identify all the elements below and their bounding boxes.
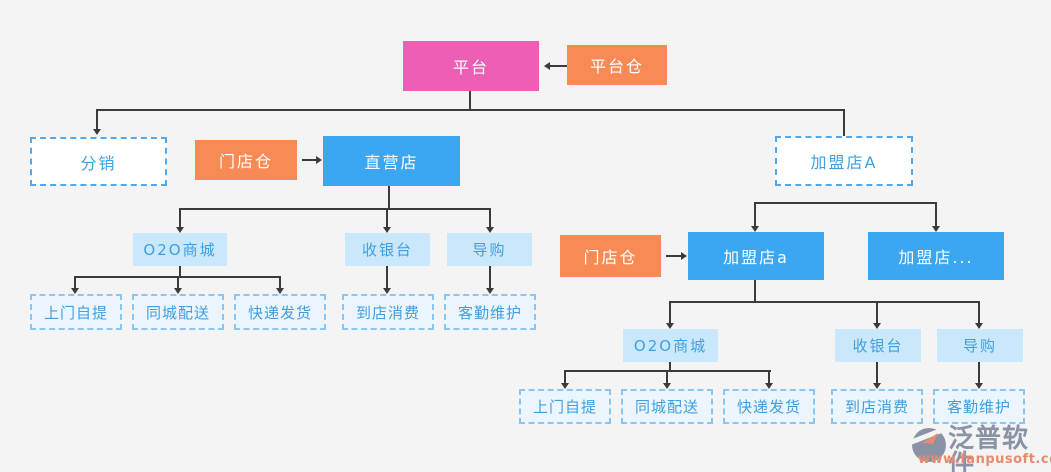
node-right-guide: 导购 xyxy=(937,329,1023,362)
node-franchise-store-a: 加盟店a xyxy=(688,232,824,280)
arrow-down-icon xyxy=(93,129,101,135)
connector-to-franchise-A xyxy=(843,109,845,136)
connector-to-right-pickup xyxy=(564,370,566,384)
arrow-down-icon xyxy=(383,288,391,294)
node-platform: 平台 xyxy=(403,41,539,91)
node-left-instore-consume: 到店消费 xyxy=(342,294,434,330)
arrow-down-icon xyxy=(873,323,881,329)
node-distribution: 分销 xyxy=(30,137,167,186)
connector-to-right-instore xyxy=(876,362,878,384)
arrow-down-icon xyxy=(561,383,569,389)
node-franchise-store-A: 加盟店A xyxy=(775,136,913,186)
connector-to-left-cashier xyxy=(386,208,388,228)
connector-to-right-o2o xyxy=(669,301,671,323)
arrow-down-icon xyxy=(486,227,494,233)
node-right-cashier: 收银台 xyxy=(835,329,921,362)
node-franchise-store-more: 加盟店... xyxy=(868,232,1004,280)
connector-to-left-care xyxy=(489,266,491,289)
connector-main-horizontal xyxy=(96,109,845,111)
arrow-down-icon xyxy=(751,226,759,232)
arrow-down-icon xyxy=(176,227,184,233)
node-right-city-delivery: 同城配送 xyxy=(621,389,713,424)
connector-to-left-instore xyxy=(386,266,388,289)
connector-to-left-pickup xyxy=(74,276,76,289)
arrow-down-icon xyxy=(383,227,391,233)
node-left-o2o-mall: O2O商城 xyxy=(133,233,227,266)
arrow-left-icon xyxy=(544,62,550,70)
connector-to-right-care xyxy=(978,362,980,384)
connector-right-o2o-riser xyxy=(669,362,671,372)
arrow-down-icon xyxy=(975,383,983,389)
node-left-express: 快递发货 xyxy=(234,294,326,330)
arrow-down-icon xyxy=(765,383,773,389)
node-right-pickup: 上门自提 xyxy=(519,389,611,424)
connector-directstore-horizontal xyxy=(179,208,491,210)
node-direct-store: 直营店 xyxy=(323,136,460,186)
node-left-city-delivery: 同城配送 xyxy=(132,294,224,330)
arrow-down-icon xyxy=(174,288,182,294)
connector-to-left-express xyxy=(279,276,281,289)
connector-to-franchise-a xyxy=(754,202,756,226)
connector-franchise-a-riser xyxy=(754,280,756,303)
node-right-express: 快递发货 xyxy=(723,389,815,424)
connector-platform-riser xyxy=(469,90,471,110)
arrow-down-icon xyxy=(71,288,79,294)
arrow-down-icon xyxy=(663,383,671,389)
arrow-down-icon xyxy=(873,383,881,389)
connector-to-left-citydelivery xyxy=(177,276,179,289)
node-left-cashier: 收银台 xyxy=(345,233,430,266)
connector-to-right-cashier xyxy=(876,301,878,323)
arrow-down-icon xyxy=(975,323,983,329)
connector-to-right-express xyxy=(768,370,770,384)
connector-to-left-guide xyxy=(489,208,491,228)
connector-storewh-to-franchise-a xyxy=(666,255,681,257)
connector-to-franchise-more xyxy=(935,202,937,226)
connector-franchise-horizontal xyxy=(754,202,937,204)
arrow-down-icon xyxy=(932,226,940,232)
connector-platformwh-to-platform xyxy=(550,65,567,67)
node-platform-warehouse: 平台仓 xyxy=(567,45,667,85)
fanpusoft-brand-text: 泛普软件 xyxy=(948,424,1030,472)
arrow-right-icon xyxy=(316,156,322,164)
connector-to-right-guide xyxy=(978,301,980,323)
node-left-guide: 导购 xyxy=(447,233,532,266)
arrow-right-icon xyxy=(681,252,687,260)
connector-left-o2o-riser xyxy=(179,266,181,278)
connector-directstore-riser xyxy=(388,186,390,210)
node-right-o2o-mall: O2O商城 xyxy=(623,329,718,362)
arrow-down-icon xyxy=(276,288,284,294)
fanpusoft-logo-icon xyxy=(911,427,946,462)
node-right-instore-consume: 到店消费 xyxy=(831,389,923,424)
arrow-down-icon xyxy=(486,288,494,294)
fanpusoft-url-text: www.fanpusoft.com xyxy=(918,452,1051,467)
connector-franchise-a-horizontal xyxy=(669,301,980,303)
arrow-down-icon xyxy=(666,323,674,329)
node-store-warehouse-right: 门店仓 xyxy=(560,235,661,277)
connector-to-distribution xyxy=(96,109,98,129)
node-store-warehouse-left: 门店仓 xyxy=(195,140,297,180)
connector-storewh-to-directstore xyxy=(302,159,316,161)
node-left-customer-care: 客勤维护 xyxy=(444,294,536,330)
node-left-pickup: 上门自提 xyxy=(30,294,122,330)
connector-to-right-citydelivery xyxy=(666,370,668,384)
node-right-customer-care: 客勤维护 xyxy=(933,389,1025,424)
connector-to-left-o2o xyxy=(179,208,181,228)
